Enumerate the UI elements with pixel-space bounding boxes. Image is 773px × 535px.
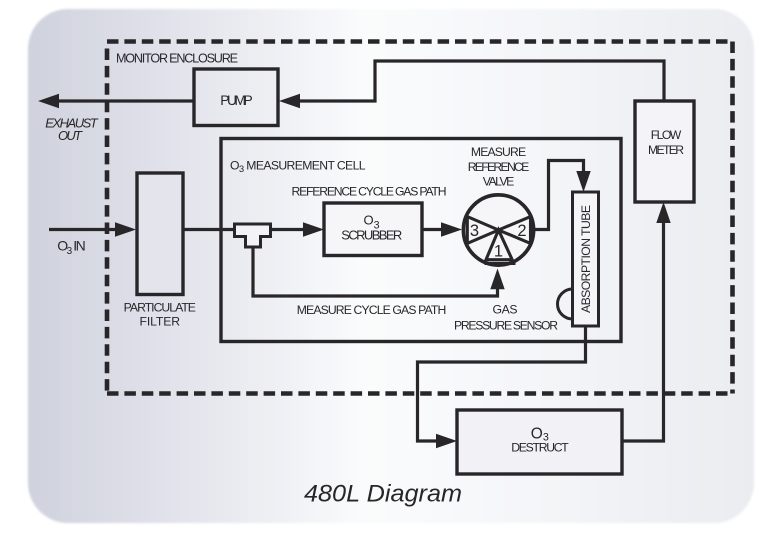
svg-text:ABSORPTION TUBE: ABSORPTION TUBE — [579, 205, 593, 313]
svg-text:VALVE: VALVE — [483, 175, 515, 189]
svg-text:2: 2 — [517, 222, 526, 240]
svg-text:3: 3 — [470, 222, 479, 240]
svg-text:PARTICULATE: PARTICULATE — [124, 300, 196, 314]
svg-text:MEASURE: MEASURE — [471, 145, 526, 159]
svg-text:MEASURE CYCLE GAS PATH: MEASURE CYCLE GAS PATH — [297, 303, 447, 317]
svg-text:METER: METER — [648, 143, 684, 157]
svg-text:REFERENCE: REFERENCE — [468, 160, 530, 174]
svg-text:480L Diagram: 480L Diagram — [304, 481, 462, 508]
svg-text:MONITOR ENCLOSURE: MONITOR ENCLOSURE — [116, 51, 238, 65]
svg-text:SCRUBBER: SCRUBBER — [341, 227, 402, 242]
svg-text:GAS: GAS — [493, 303, 518, 317]
svg-text:1: 1 — [494, 243, 503, 261]
svg-text:FILTER: FILTER — [140, 315, 181, 329]
svg-text:OUT: OUT — [58, 128, 83, 143]
svg-text:O3 MEASUREMENT CELL: O3 MEASUREMENT CELL — [230, 159, 366, 176]
svg-text:PUMP: PUMP — [220, 93, 253, 108]
svg-text:O3 IN: O3 IN — [57, 237, 86, 257]
svg-text:REFERENCE CYCLE GAS PATH: REFERENCE CYCLE GAS PATH — [292, 185, 447, 199]
svg-text:DESTRUCT: DESTRUCT — [511, 441, 569, 455]
svg-text:EXHAUST: EXHAUST — [45, 116, 99, 131]
svg-text:PRESSURE SENSOR: PRESSURE SENSOR — [454, 319, 558, 333]
svg-text:FLOW: FLOW — [651, 128, 682, 142]
